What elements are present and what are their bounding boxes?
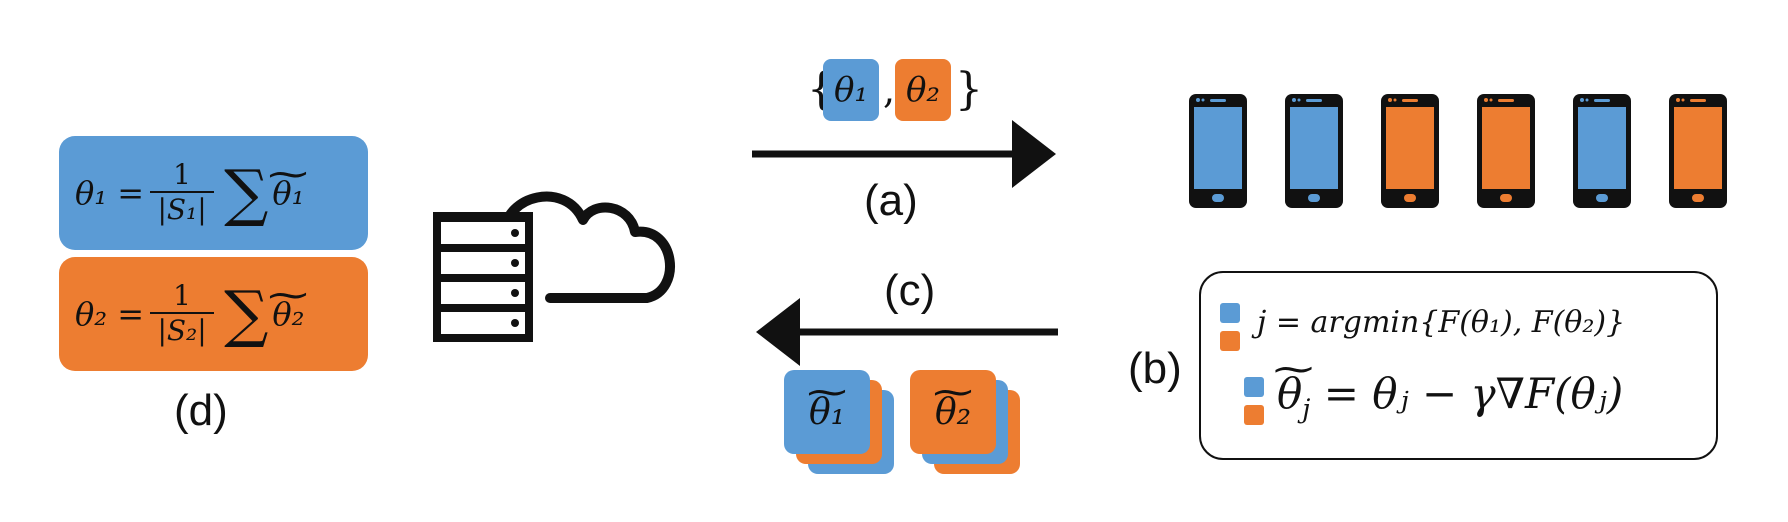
smartphone-icon [1573, 94, 1631, 208]
local-update-subscript: j [1302, 394, 1311, 425]
local-update-formula: θj = θⱼ − γ∇F(θⱼ) [1277, 369, 1623, 424]
theta2-lhs: θ₂ = [75, 295, 145, 333]
cluster-2-aggregation-box: θ₂ = 1 |S₂| ∑ θ₂ [59, 257, 368, 371]
broadcast-close-brace: } [955, 64, 983, 115]
local-update-tilde-theta: θ [1277, 369, 1302, 418]
upload-tilde-theta1: θ₁ [809, 392, 845, 433]
fraction-denominator: |S₁| [157, 192, 207, 226]
cloud-icon [500, 191, 675, 303]
stack-card-front-tilde-theta2: θ₂ [910, 370, 996, 454]
upload-arrow [756, 298, 1058, 366]
smartphone-icon [1477, 94, 1535, 208]
tilde-theta1-term: θ₁ [272, 174, 304, 212]
server-cloud-illustration [433, 191, 675, 342]
smartphone-icon [1189, 94, 1247, 208]
stack-card-front-tilde-theta1: θ₁ [784, 370, 870, 454]
broadcast-arrow [752, 120, 1056, 188]
blue-square-icon [1220, 303, 1240, 323]
fraction: 1 |S₁| [150, 157, 215, 226]
tilde-theta2-term: θ₂ [272, 295, 304, 333]
cluster-selection-formula: j = argmin{F(θ₁), F(θ₂)} [1257, 305, 1626, 340]
broadcast-comma: , [883, 68, 896, 112]
upload-tilde-theta2: θ₂ [935, 392, 971, 433]
orange-square-icon [1220, 331, 1240, 351]
fraction-bar [150, 190, 215, 193]
label-a: (a) [864, 176, 918, 225]
fraction-numerator: 1 [173, 157, 191, 191]
label-b: (b) [1128, 344, 1182, 393]
smartphone-icon [1285, 94, 1343, 208]
label-d: (d) [174, 386, 228, 435]
client-update-box: j = argmin{F(θ₁), F(θ₂)} θj = θⱼ − γ∇F(θ… [1199, 271, 1718, 460]
sum-symbol: ∑ [224, 156, 269, 229]
fraction-denominator: |S₂| [157, 313, 207, 347]
cluster-1-aggregation-box: θ₁ = 1 |S₁| ∑ θ₁ [59, 136, 368, 250]
server-rack-icon [433, 212, 533, 342]
local-update-rhs: = θⱼ − γ∇F(θⱼ) [1310, 369, 1624, 418]
orange-square-icon [1244, 405, 1264, 425]
fraction-bar [150, 311, 215, 314]
label-c: (c) [884, 266, 936, 315]
smartphone-icon [1669, 94, 1727, 208]
fraction: 1 |S₂| [150, 278, 215, 347]
theta1-lhs: θ₁ = [75, 174, 145, 212]
broadcast-theta2-chip: θ₂ [895, 59, 951, 121]
blue-square-icon [1244, 377, 1264, 397]
sum-symbol: ∑ [224, 277, 269, 350]
fraction-numerator: 1 [173, 278, 191, 312]
smartphone-icon [1381, 94, 1439, 208]
broadcast-theta1-chip: θ₁ [823, 59, 879, 121]
